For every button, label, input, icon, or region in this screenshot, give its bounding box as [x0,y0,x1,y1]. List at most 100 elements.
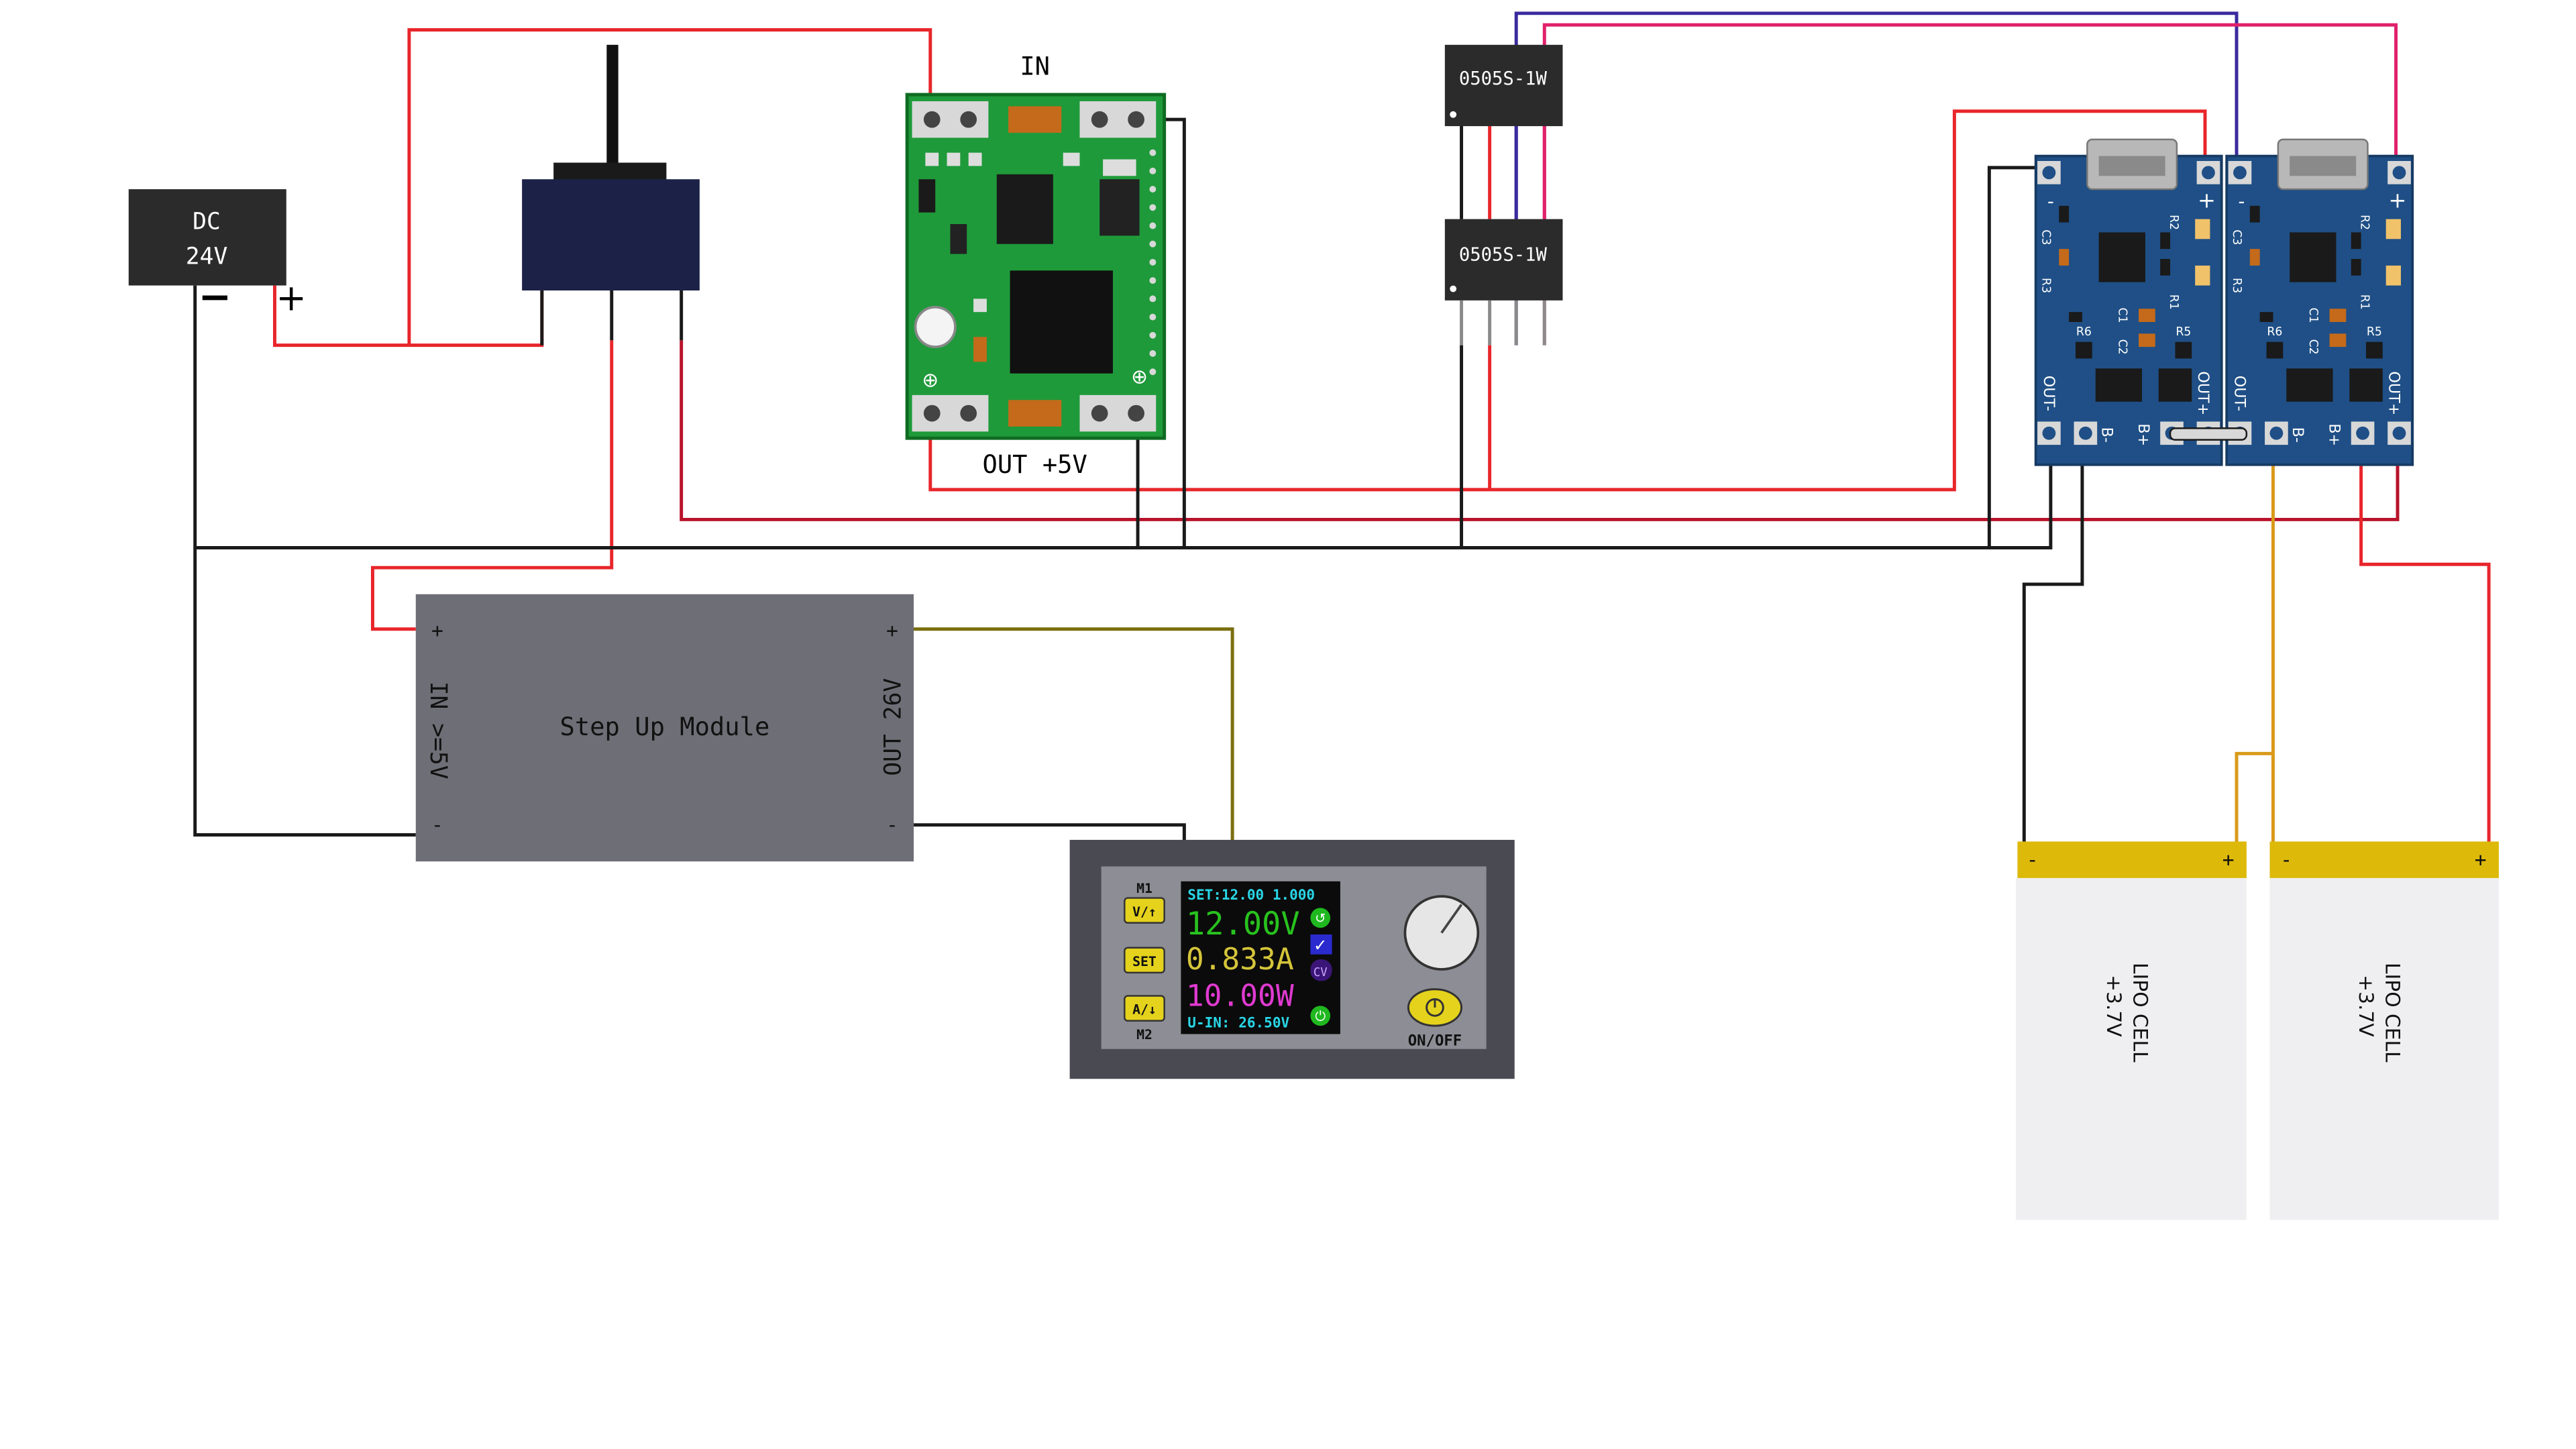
step-up-in-label: IN >=5V [425,682,451,780]
cell-label-line1: LIPO CELL [2381,963,2404,1063]
buck-plus-marker-symbol: ⊕ [922,368,938,392]
wire-red-switch-to-stepup [370,340,614,631]
psu-btn-set-label: SET [1132,954,1157,969]
charger-smd [2076,341,2092,359]
charger-mosfet [2158,368,2192,402]
wire-black-stepup-psu [912,823,1186,840]
buck-pcb [905,93,1167,440]
charger-plus-mark: + [2198,187,2216,213]
buck-edge-hole [1149,368,1157,376]
buck-inductor [1010,270,1113,374]
buck-edge-hole [1149,258,1157,266]
charger-smd [2059,205,2070,223]
charger-smd [2175,341,2192,359]
charger-pad-hole [2392,426,2406,440]
charger-pad-hole [2078,426,2092,440]
charger-label-r1: R1 [2167,294,2180,310]
charger-label-b-minus: B- [2289,427,2306,443]
buck-smd [968,152,982,166]
buck-edge-hole [1149,240,1157,248]
cell-body [2269,877,2499,1220]
buck-pad [912,394,989,432]
cell-tab [2269,841,2499,878]
charger-label-r1: R1 [2358,294,2371,310]
cell-body [2015,877,2247,1220]
isolator-body [1444,44,1563,127]
cell-plus: + [2475,849,2487,872]
switch-body [522,179,700,290]
charger-smd [2069,312,2082,322]
wire-olive-stepup-psu [912,627,1234,840]
dc-plus-symbol: + [276,276,307,319]
charger-minus-mark: - [2047,191,2054,212]
buck-edge-hole [1149,186,1157,193]
charger-label-r6: R6 [2267,325,2282,339]
lipo-cell-1: - + LIPO CELL +3.7V [2015,841,2247,1220]
psu-uin-line: U-IN: 26.50V [1187,1014,1289,1031]
isolator-body [1444,219,1563,301]
wires [193,11,2491,843]
wire-darkred-switch-to-charger [680,340,2400,521]
psu-btn-a[interactable] [1124,995,1165,1022]
psu-lock-icon-glyph: ↺ [1315,911,1326,926]
buck-pad [1079,101,1157,138]
cell-plus: + [2222,849,2235,872]
cell-minus: - [2280,849,2292,872]
step-up-body [415,594,914,862]
charger-label-r2: R2 [2167,215,2180,230]
buck-edge-hole [1149,331,1157,339]
buck-out-label: OUT +5V [982,450,1087,479]
buck-cap-side [1099,179,1140,236]
charger-smd [2329,333,2347,347]
charger-smd [2351,232,2361,250]
isolator-dot [1450,111,1457,118]
psu-power-status-glyph: ⏻ [1315,1009,1326,1024]
toggle-switch [522,44,700,345]
switch-lever[interactable] [606,44,619,166]
charger-label-c2: C2 [2115,339,2129,355]
isolator-label: 0505S-1W [1459,68,1548,89]
charger-protect-ic [2286,368,2333,402]
buck-converter: IN ⊕ ⊕ OUT +5V [905,52,1167,479]
dc-source-body [128,189,286,286]
step-up-in-minus: - [431,814,443,837]
buck-pad-hole [1128,111,1144,128]
charger-smd [2351,258,2361,276]
buck-edge-holes [1149,149,1157,376]
psu-m2-label: M2 [1136,1027,1152,1042]
isolator-bottom: 0505S-1W [1444,219,1563,345]
charger-label-b-plus: B+ [2326,423,2343,446]
charger-mosfet [2349,368,2383,402]
psu-lock-icon [1310,908,1331,928]
buck-edge-hole [1149,204,1157,211]
charger-smd [2259,312,2273,322]
charger-ic [2098,232,2145,282]
buck-edge-hole [1149,350,1157,357]
psu-onoff-label: ON/OFF [1408,1032,1462,1050]
buck-pad-hole [960,111,977,128]
wire-black-cell1-neg [2022,464,2084,843]
lipo-cell-2: - + LIPO CELL +3.7V [2269,841,2499,1220]
step-up-in-plus: + [431,619,443,643]
psu-btn-set[interactable] [1124,947,1165,974]
buck-plus-marker-symbol: ⊕ [1131,366,1148,389]
psu-m1-label: M1 [1136,881,1152,896]
isolator-label: 0505S-1W [1459,244,1548,265]
buck-smd [925,152,939,166]
psu-btn-v-label: V/↑ [1132,904,1157,920]
buck-trimpot[interactable] [914,305,957,348]
charger-pad-hole [2392,166,2406,180]
charger-smd [2160,258,2171,276]
charger-smd [2059,249,2070,266]
charger-label-out-minus: OUT- [2231,376,2249,411]
dc-label-line1: DC [193,208,221,235]
charger-smd [2249,205,2260,223]
buck-edge-hole [1149,149,1157,156]
charger-smd [2195,219,2210,239]
charger-smd [2249,249,2260,266]
dc-minus-symbol: − [199,274,232,321]
psu-btn-v[interactable] [1124,897,1165,924]
buck-edge-hole [1149,295,1157,303]
